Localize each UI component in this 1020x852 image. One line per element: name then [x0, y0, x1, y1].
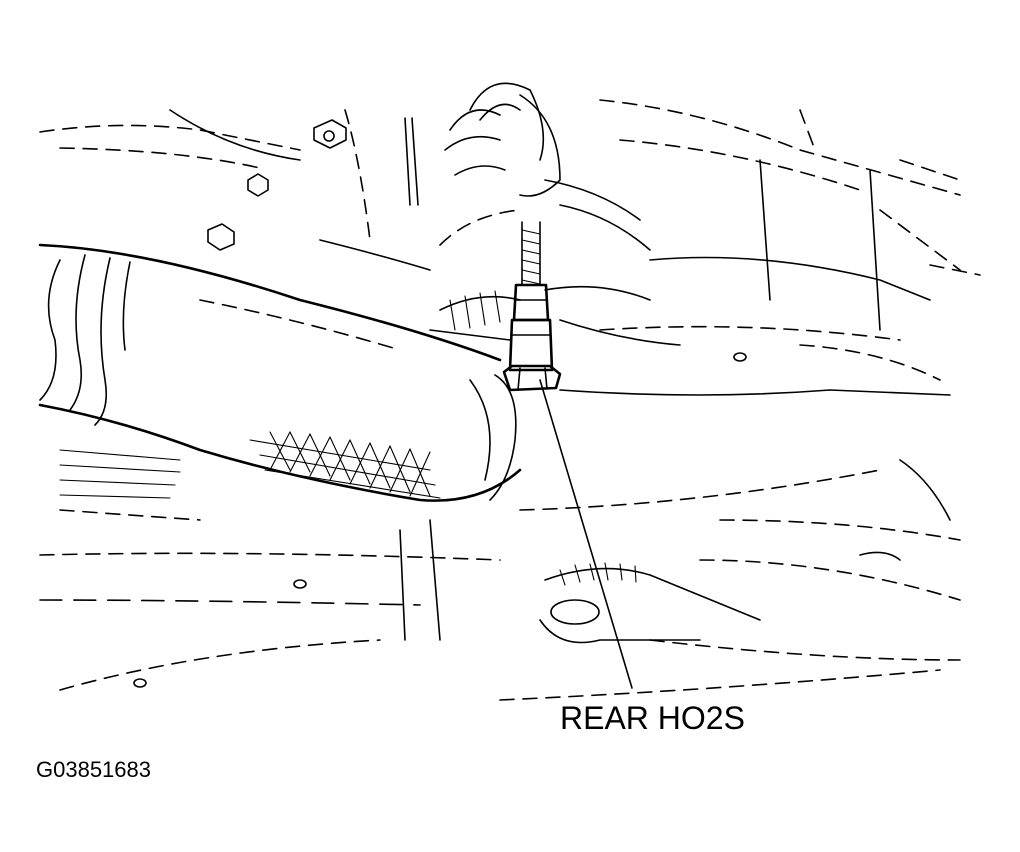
wiring-loom — [444, 82, 651, 251]
rear-ho2s-label: REAR HO2S — [560, 700, 745, 736]
bolt-heads — [133, 119, 747, 688]
lower-bracket — [39, 459, 961, 701]
heat-shield-left — [59, 449, 201, 521]
exhaust-pipe — [38, 243, 522, 502]
figure-id-label: G03851683 — [36, 757, 151, 782]
corrugated-pipe — [429, 285, 681, 346]
callout-leader-line — [539, 379, 633, 689]
chassis-outline — [39, 99, 981, 396]
rear-ho2s-sensor — [502, 221, 562, 392]
flex-joint-braid — [249, 431, 441, 499]
